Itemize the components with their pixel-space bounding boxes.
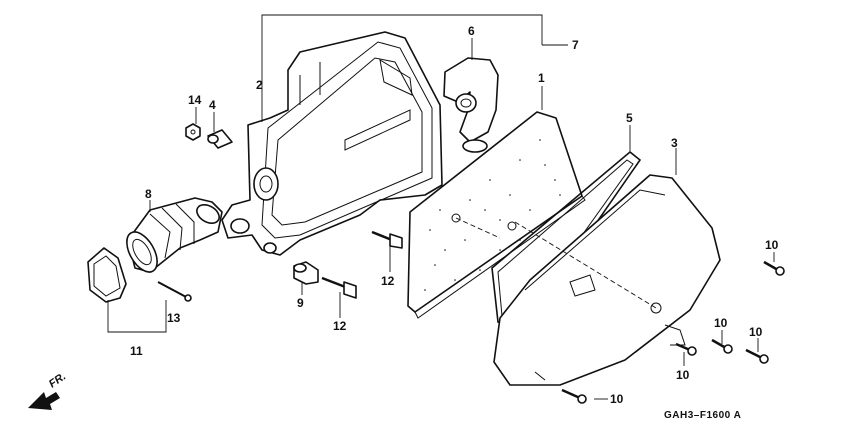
intake-duct — [443, 57, 499, 153]
air-cleaner-case — [221, 31, 443, 256]
screw-10-center — [711, 338, 733, 354]
callout-6: 6 — [468, 24, 475, 38]
callout-10-center: 10 — [714, 316, 728, 330]
callout-12-upper: 12 — [381, 274, 395, 288]
screw-12-lower — [321, 276, 357, 299]
alignment-line — [455, 217, 501, 239]
filter-element — [407, 111, 586, 319]
callout-9: 9 — [297, 296, 304, 310]
screw-10-bottom — [561, 388, 587, 404]
screw-12-upper — [371, 230, 403, 249]
callout-10-far-right: 10 — [749, 325, 763, 339]
callout-10-bottom: 10 — [610, 392, 624, 406]
hose-clamp — [87, 247, 127, 303]
collar-4 — [207, 129, 233, 149]
direction-label: FR. — [47, 370, 68, 390]
callout-11: 11 — [130, 344, 143, 358]
front-direction-arrow: FR. — [28, 370, 68, 410]
callout-7: 7 — [572, 38, 579, 52]
callout-3: 3 — [671, 136, 678, 150]
callout-10-right: 10 — [765, 238, 779, 252]
leader-lines — [107, 14, 775, 400]
callout-12-lower: 12 — [333, 319, 347, 333]
air-cleaner-cover — [493, 174, 721, 386]
screw-13 — [157, 281, 192, 302]
screw-10-middle — [675, 342, 697, 356]
diagram-code: GAH3–F1600 A — [664, 410, 741, 421]
alignment-line — [514, 221, 657, 309]
callout-4: 4 — [209, 98, 216, 112]
nut-14 — [185, 123, 201, 141]
callout-10-middle: 10 — [676, 368, 690, 382]
collar-9 — [293, 261, 319, 285]
callout-14: 14 — [188, 93, 202, 107]
screw-10-far-right — [745, 348, 769, 364]
callout-8: 8 — [145, 187, 152, 201]
callout-2: 2 — [256, 78, 263, 92]
connecting-tube — [126, 197, 223, 273]
screw-10-right — [763, 260, 785, 276]
callout-1: 1 — [538, 71, 545, 85]
callout-5: 5 — [626, 111, 633, 125]
callout-13: 13 — [167, 311, 181, 325]
